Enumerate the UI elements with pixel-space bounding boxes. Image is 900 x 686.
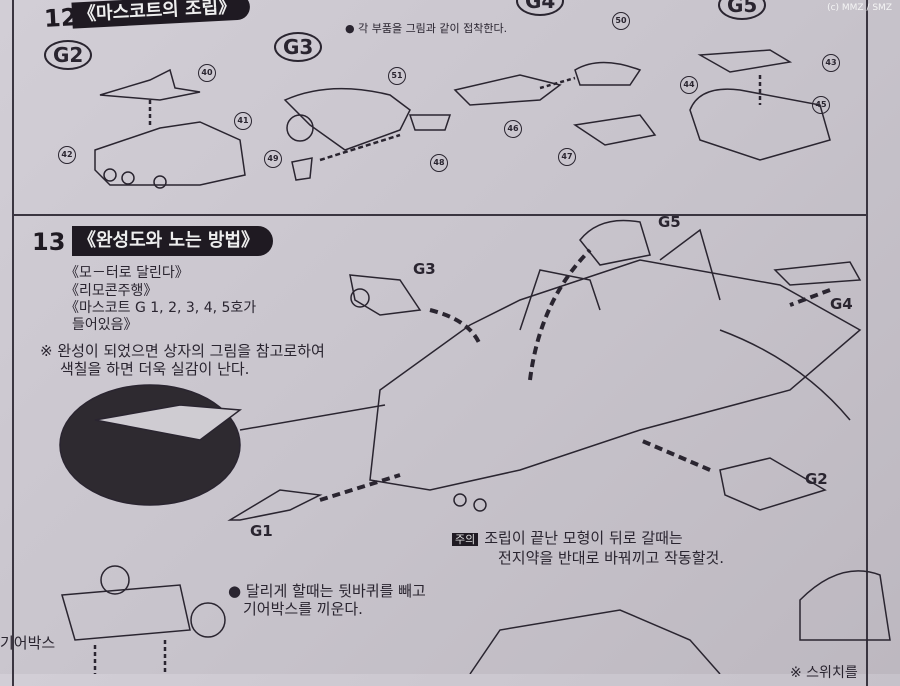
caution-text: 조립이 끝난 모형이 뒤로 갈때는	[484, 529, 683, 547]
step13-number: 13	[32, 228, 66, 256]
gearbox-label: 기어박스	[0, 634, 56, 652]
caution-line-1: 주의 조립이 끝난 모형이 뒤로 갈때는	[452, 527, 683, 548]
g4-parts	[453, 74, 562, 106]
feature-remote: 《리모콘주행》	[65, 283, 158, 299]
part-number: 40	[198, 64, 216, 82]
step13-title: 《완성도와 노는 방법》	[72, 226, 274, 256]
part-number: 51	[388, 67, 406, 85]
part-number: 46	[504, 120, 522, 138]
coloring-note-cont: 색칠을 하면 더욱 실감이 난다.	[60, 360, 250, 378]
switch-label: ※ 스위치를	[790, 665, 858, 681]
part-number: 45	[812, 96, 830, 114]
gearbox-note: ● 달리게 할때는 뒷바퀴를 빼고	[228, 582, 426, 600]
mascot-label-g3: G3	[413, 260, 436, 278]
g2-part-41-42	[94, 121, 246, 186]
feature-mascots: 《마스코트 G 1, 2, 3, 4, 5호가	[65, 300, 257, 316]
group-label-g3: G3	[274, 32, 323, 62]
coloring-note: ※ 완성이 되었으면 상자의 그림을 참고로하여	[40, 342, 325, 360]
caution-badge: 주의	[452, 533, 479, 546]
part-number: 49	[264, 150, 282, 168]
feature-mascots-cont: 들어있음》	[72, 317, 138, 333]
mascot-label-g5: G5	[658, 213, 681, 231]
g5-parts	[697, 49, 793, 73]
step12-instruction: ● 각 부품을 그림과 같이 접착한다.	[345, 22, 508, 35]
g3-bike	[283, 87, 411, 151]
gearbox-note-cont: 기어박스를 끼운다.	[243, 600, 363, 618]
detail-callout	[59, 384, 241, 506]
mascot-label-g4: G4	[830, 295, 853, 313]
part-number: 48	[430, 154, 448, 172]
part-number: 44	[680, 76, 698, 94]
step13-frame	[12, 214, 868, 686]
feature-motor: 《모－터로 달린다》	[65, 265, 189, 281]
mascot-g1	[227, 489, 323, 521]
gearbox-illustration	[61, 584, 191, 641]
mascot-g3	[349, 274, 422, 316]
caution-line-2: 전지약을 반대로 바꿔끼고 작동할것.	[498, 549, 725, 567]
main-vehicle	[369, 259, 862, 491]
mascot-label-g2: G2	[805, 470, 828, 488]
mascot-g5	[579, 219, 651, 266]
copyright: (c) MMZ / SMZ	[827, 3, 892, 13]
part-number: 42	[58, 146, 76, 164]
g2-part-40	[99, 68, 201, 101]
mascot-g4	[773, 261, 862, 286]
part-number: 43	[822, 54, 840, 72]
mascot-g2	[719, 457, 827, 511]
group-label-g2: G2	[44, 40, 93, 70]
part-number: 47	[558, 148, 576, 166]
part-number: 50	[612, 12, 630, 30]
mascot-label-g1: G1	[250, 522, 273, 540]
part-number: 41	[234, 112, 252, 130]
